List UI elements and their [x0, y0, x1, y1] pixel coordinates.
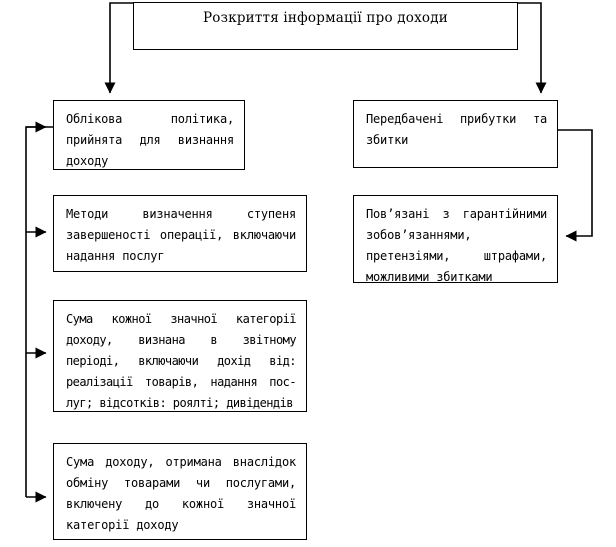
connector-title-to-left-branch: [104, 2, 133, 94]
node-completion-methods: Методи визначення ступеня завершеності о…: [53, 195, 307, 272]
node-accounting-policy: Облікова політика, прийнята для визнання…: [53, 100, 245, 170]
title-box: Розкриття інформації про доходи: [133, 2, 518, 50]
node-expected-profits-losses: Передбачені прибутки та збитки: [353, 100, 558, 168]
node-warranty-claims-penalties: Пов’язані з гарантійними зобов’язаннями,…: [353, 195, 558, 283]
connector-title-to-right-branch: [518, 2, 547, 94]
node-warranty-claims-penalties-label: Пов’язані з гарантійними зобов’язаннями,…: [366, 207, 547, 283]
node-expected-profits-losses-label: Передбачені прибутки та збитки: [366, 112, 547, 147]
node-barter-income-amount-label: Сума доходу, отримана внаслідок обміну т…: [66, 455, 296, 532]
node-income-category-amount: Сума кожної значної категорії доходу, ви…: [53, 300, 307, 412]
title-box-label: Розкриття інформації про доходи: [203, 10, 448, 26]
node-accounting-policy-label: Облікова політика, прийнята для визнання…: [66, 112, 234, 168]
node-income-category-amount-label: Сума кожної значної категорії доходу, ви…: [66, 312, 297, 410]
node-barter-income-amount: Сума доходу, отримана внаслідок обміну т…: [53, 443, 307, 540]
node-completion-methods-label: Методи визначення ступеня завершеності о…: [66, 207, 296, 263]
connector-right-loop: [558, 129, 593, 242]
